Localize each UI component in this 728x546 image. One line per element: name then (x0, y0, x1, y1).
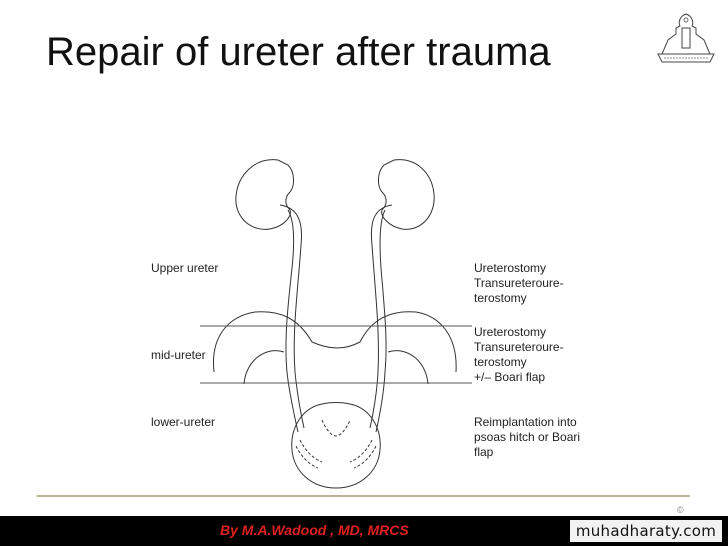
copyright-mark: © (677, 505, 684, 515)
footer-divider (37, 495, 690, 497)
repair-lower: Reimplantation into psoas hitch or Boari… (474, 415, 581, 459)
university-seal-icon (657, 13, 715, 63)
repair-mid: Ureterostomy Transureteroure- terostomy … (474, 325, 564, 384)
watermark: muhadharaty.com (570, 520, 722, 542)
footer-bar: By M.A.Wadood , MD, MRCS muhadharaty.com (0, 516, 728, 546)
bladder (291, 402, 381, 489)
right-kidney (378, 159, 435, 230)
label-upper-ureter: Upper ureter (151, 261, 219, 275)
slide-title: Repair of ureter after trauma (46, 30, 551, 74)
repair-upper: Ureterostomy Transureteroure- terostomy (474, 261, 564, 305)
left-ureter (279, 204, 305, 433)
label-mid-ureter: mid-ureter (151, 348, 206, 362)
left-kidney (235, 159, 294, 230)
author-credit: By M.A.Wadood , MD, MRCS (220, 522, 409, 538)
right-ureter (369, 204, 393, 433)
pelvis-outline (213, 311, 457, 373)
label-lower-ureter: lower-ureter (151, 415, 216, 429)
